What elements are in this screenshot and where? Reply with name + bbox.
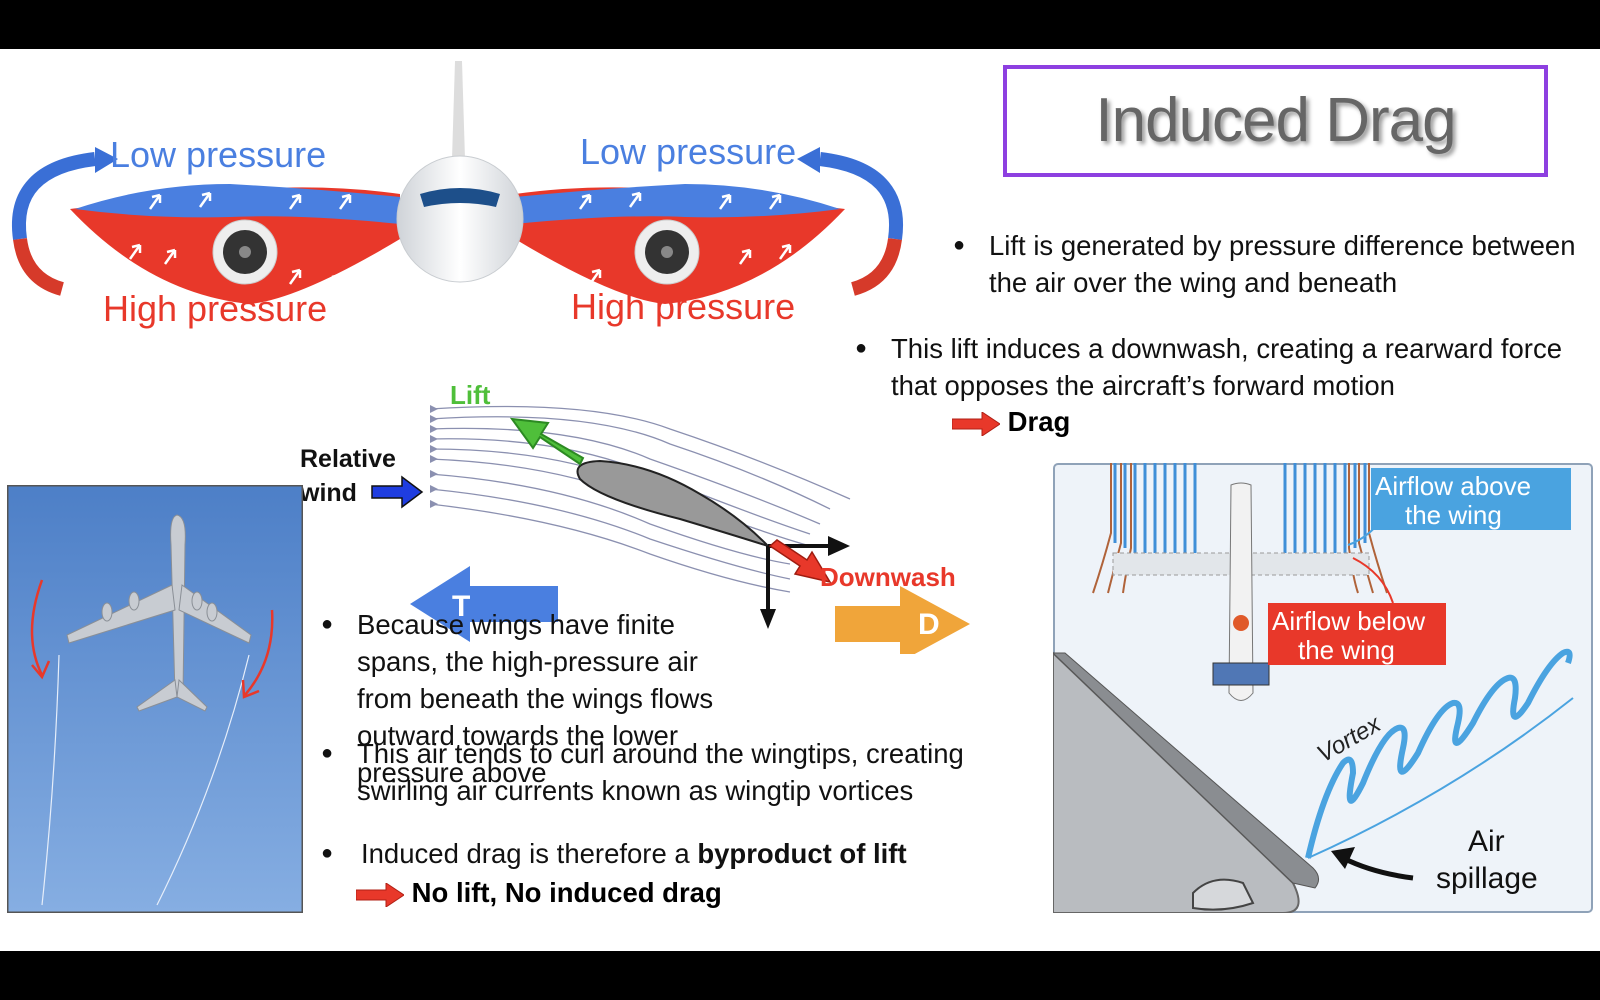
- tail-fin: [452, 61, 465, 159]
- vortex-spiral: [1305, 648, 1573, 859]
- bullet-wingtip-vortices: This air tends to curl around the wingti…: [321, 735, 1041, 809]
- relative-label: Relative: [300, 445, 396, 473]
- no-lift-result: No lift, No induced drag: [356, 877, 722, 909]
- airflow-above-line1: Airflow above: [1375, 471, 1531, 501]
- airflow-below-pointer: [1352, 557, 1394, 604]
- low-pressure-right-label: Low pressure: [580, 131, 796, 172]
- downwash-arrow-icon: [768, 539, 832, 584]
- drag-arrow-icon: [835, 586, 970, 654]
- byproduct-prefix: Induced drag is therefore a: [361, 838, 698, 869]
- airflow-above-tag: [1371, 468, 1571, 530]
- red-arrow-icon: [356, 882, 404, 907]
- right-bullet-list-1: Lift is generated by pressure difference…: [953, 227, 1593, 301]
- bullet-downwash: This lift induces a downwash, creating a…: [855, 330, 1595, 404]
- left-vortex-curve: [30, 579, 44, 676]
- small-plane-top-view: [1112, 482, 1370, 701]
- drag-label: D: [918, 608, 940, 641]
- air-label: Air: [1468, 825, 1505, 858]
- right-contrail: [156, 654, 250, 906]
- middle-bullet-list-3: Induced drag is therefore a byproduct of…: [321, 835, 1021, 872]
- spillage-label: spillage: [1436, 862, 1538, 895]
- wing-tip-cap: [1192, 878, 1255, 911]
- wingtip-vortex-diagram: Airflow above the wing Airflow below the…: [1053, 463, 1593, 913]
- middle-bullet-list-2: This air tends to curl around the wingti…: [321, 735, 1041, 809]
- airliner-photo: [7, 485, 303, 913]
- streamline-arrowheads: [430, 405, 438, 508]
- title-box: Induced Drag: [1003, 65, 1548, 177]
- downwash-label: Downwash: [820, 562, 956, 592]
- right-tip-arrow-red: [850, 237, 902, 296]
- left-tip-arrow-blue: [11, 152, 96, 240]
- left-tip-arrow-red: [13, 237, 65, 296]
- right-tip-arrow-blue: [819, 152, 904, 240]
- slide-title: Induced Drag: [1095, 86, 1456, 155]
- left-contrail: [41, 654, 60, 906]
- airliner-silhouette: [66, 514, 252, 712]
- red-arrow-icon: [952, 411, 1000, 436]
- lift-arrow-icon: [509, 417, 585, 466]
- drag-result: Drag: [952, 406, 1070, 438]
- wind-label: wind: [299, 479, 357, 507]
- airflow-below-line2: the wing: [1298, 635, 1395, 665]
- no-lift-result-text: No lift, No induced drag: [411, 877, 722, 908]
- airfoil-shape: [576, 459, 769, 547]
- right-bullet-list-2: This lift induces a downwash, creating a…: [855, 330, 1595, 404]
- fuselage: [396, 155, 524, 283]
- pressure-flow-arrows: [128, 191, 792, 290]
- wing-3d-edge: [1053, 652, 1319, 889]
- right-wing-low-pressure: [515, 184, 840, 224]
- wing-pressure-diagram: Low pressure Low pressure High pressure …: [11, 61, 904, 329]
- right-vortex-curve: [244, 609, 274, 696]
- left-wing-low-pressure: [75, 184, 400, 224]
- airflow-below-line1: Airflow below: [1272, 606, 1425, 636]
- airflow-above-pointer: [1347, 517, 1384, 546]
- relative-wind-arrow-icon: [371, 475, 424, 509]
- airflow-above-line2: the wing: [1405, 500, 1502, 530]
- byproduct-bold: byproduct of lift: [697, 838, 907, 869]
- slide: Induced Drag: [0, 49, 1600, 951]
- bullet-byproduct: Induced drag is therefore a byproduct of…: [321, 835, 1021, 872]
- high-pressure-left-label: High pressure: [103, 288, 327, 329]
- airflow-below-tag: [1268, 603, 1446, 665]
- high-pressure-right-label: High pressure: [571, 286, 795, 327]
- airfoil-diagram: Lift Relative wind Downwash T D: [299, 380, 970, 654]
- drag-result-text: Drag: [1007, 406, 1071, 437]
- cockpit-window: [420, 188, 500, 207]
- lift-label: Lift: [450, 380, 491, 410]
- low-pressure-left-label: Low pressure: [110, 134, 326, 175]
- bullet-downwash-text: This lift induces a downwash, creating a…: [891, 333, 1563, 401]
- bullet-lift-generated: Lift is generated by pressure difference…: [953, 227, 1593, 301]
